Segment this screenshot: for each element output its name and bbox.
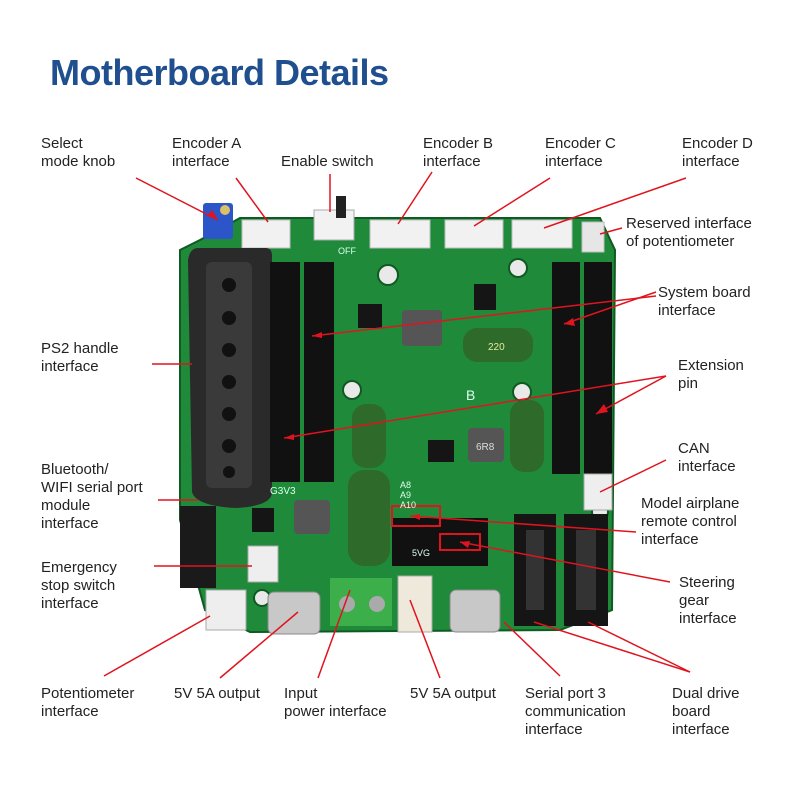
label-encoder-d: Encoder D interface: [682, 135, 753, 170]
label-model-airplane: Model airplane remote control interface: [641, 495, 740, 548]
silk-g3v3: G3V3: [270, 486, 296, 497]
enable-switch-body: [313, 196, 355, 241]
label-encoder-c: Encoder C interface: [545, 135, 616, 170]
label-potentiometer: Potentiometer interface: [41, 685, 135, 720]
label-select-mode-knob: Select mode knob: [41, 135, 116, 170]
page-title: Motherboard Details: [50, 52, 389, 93]
label-encoder-b: Encoder B interface: [423, 135, 494, 170]
usb-c-ports: [267, 589, 501, 635]
silk-a10: A10: [400, 500, 416, 510]
label-bluetooth: Bluetooth/ WIFI serial port module inter…: [41, 461, 143, 532]
label-5v-output-right: 5V 5A output: [410, 685, 496, 702]
silk-a9: A9: [400, 490, 411, 500]
can-connector: [583, 473, 613, 511]
label-dual-drive: Dual drive board interface: [672, 685, 740, 738]
leader-arrowheads: [207, 210, 608, 548]
silk-svg: 5VG: [412, 548, 430, 558]
leader-lines: [103, 171, 691, 679]
label-encoder-a: Encoder A interface: [172, 135, 242, 170]
label-extension-pin: Extension pin: [678, 357, 744, 392]
ps2-connector: [188, 248, 272, 508]
serial-highlight: [439, 533, 481, 551]
power-switch: [397, 575, 433, 633]
model-airplane-highlight: [391, 505, 441, 527]
chips: [252, 284, 496, 532]
label-system-board: System board interface: [658, 284, 751, 319]
silk-6r8: 6R8: [476, 442, 495, 453]
silk-off: OFF: [338, 246, 356, 256]
label-ps2-handle: PS2 handle interface: [41, 340, 119, 375]
encoder-connectors: [241, 219, 605, 253]
label-can: CAN interface: [678, 440, 736, 475]
mode-knob: [203, 203, 233, 239]
capacitors: [348, 328, 544, 566]
label-enable-switch: Enable switch: [281, 153, 374, 170]
system-header-left: [270, 262, 334, 482]
silk-a8: A8: [400, 480, 411, 490]
label-5v-output-left: 5V 5A output: [174, 685, 260, 702]
bluetooth-socket: [180, 506, 216, 588]
system-header-right: [552, 262, 612, 474]
emergency-connector: [247, 545, 279, 583]
label-serial-port-3: Serial port 3 communication interface: [525, 685, 626, 738]
silk-b: B: [466, 387, 475, 403]
label-input-power: Input power interface: [284, 685, 387, 720]
silk-cap-220: 220: [488, 342, 505, 353]
inductors: [294, 310, 504, 534]
potentiometer-connector: [205, 589, 247, 631]
label-emergency-stop: Emergency stop switch interface: [41, 559, 117, 612]
label-reserved-potentiometer: Reserved interface of potentiometer: [626, 215, 752, 250]
label-steering-gear: Steering gear interface: [679, 574, 737, 627]
